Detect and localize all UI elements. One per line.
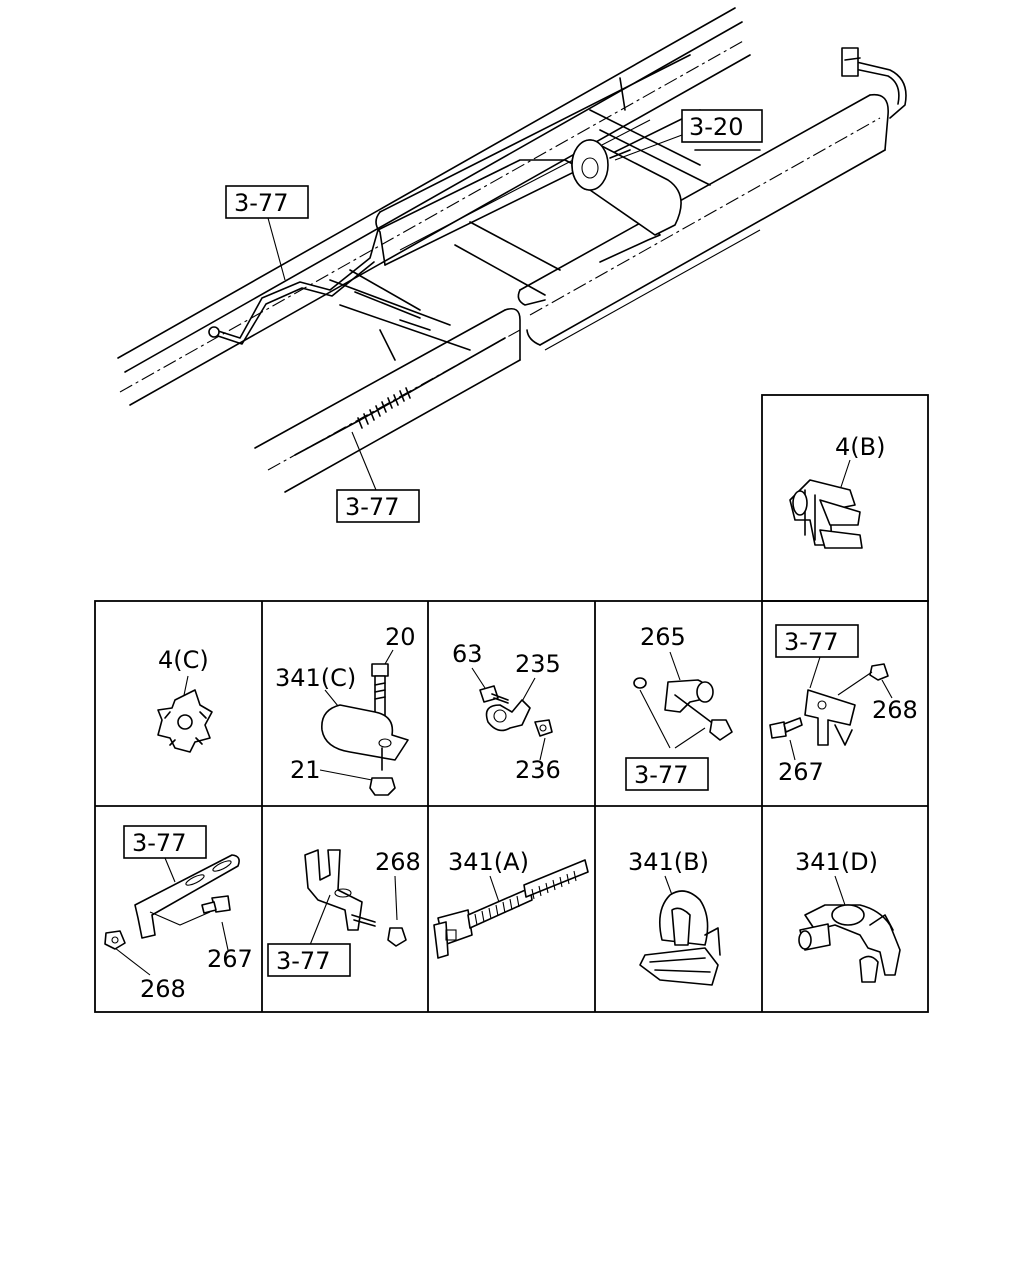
- ref-3-77-c267: 3-77: [784, 628, 838, 656]
- cell-341a[interactable]: 341(A): [433, 848, 589, 959]
- cell-267-268[interactable]: 3-77 268 267: [769, 624, 918, 786]
- callout-3-77-bottom[interactable]: 3-77: [336, 489, 420, 523]
- ref-3-77-bottom: 3-77: [345, 493, 399, 521]
- ref-3-77-c265: 3-77: [634, 761, 688, 789]
- label-236: 236: [515, 756, 561, 784]
- cell-341c[interactable]: 20 341(C) 21: [275, 623, 416, 796]
- cell-341d[interactable]: 341(D): [795, 848, 901, 983]
- label-63: 63: [452, 640, 483, 668]
- label-268b: 268: [140, 975, 186, 1003]
- label-341a: 341(A): [448, 848, 529, 876]
- ref-3-20: 3-20: [689, 113, 743, 141]
- label-341c: 341(C): [275, 664, 356, 692]
- cell-4b[interactable]: 4(B): [789, 433, 885, 549]
- cell-bracket-mid[interactable]: 268 3-77: [267, 848, 421, 977]
- ref-3-77-bl: 3-77: [132, 829, 186, 857]
- callout-3-77-top[interactable]: 3-77: [225, 185, 309, 219]
- frame-assembly: [117, 7, 907, 493]
- label-265: 265: [640, 623, 686, 651]
- label-4b: 4(B): [835, 433, 885, 461]
- ref-3-77-bm: 3-77: [276, 947, 330, 975]
- label-21: 21: [290, 756, 321, 784]
- label-341d: 341(D): [795, 848, 878, 876]
- callout-3-20[interactable]: 3-20: [681, 109, 763, 143]
- label-341b: 341(B): [628, 848, 709, 876]
- spring-coil: [357, 387, 411, 429]
- label-267a: 267: [778, 758, 824, 786]
- cell-bracket-left[interactable]: 3-77 267 268: [104, 825, 253, 1003]
- cell-235[interactable]: 63 235 236: [452, 640, 561, 784]
- ref-3-77-top: 3-77: [234, 189, 288, 217]
- label-267b: 267: [207, 945, 253, 973]
- cell-341b[interactable]: 341(B): [628, 848, 721, 986]
- label-4c: 4(C): [158, 646, 209, 674]
- label-235: 235: [515, 650, 561, 678]
- cell-4c[interactable]: 4(C): [157, 646, 213, 753]
- strap-teeth: [474, 870, 577, 926]
- cell-265[interactable]: 265 3-77: [625, 623, 733, 791]
- label-20: 20: [385, 623, 416, 651]
- label-268c: 268: [375, 848, 421, 876]
- label-268a: 268: [872, 696, 918, 724]
- parts-grid: [94, 394, 929, 1013]
